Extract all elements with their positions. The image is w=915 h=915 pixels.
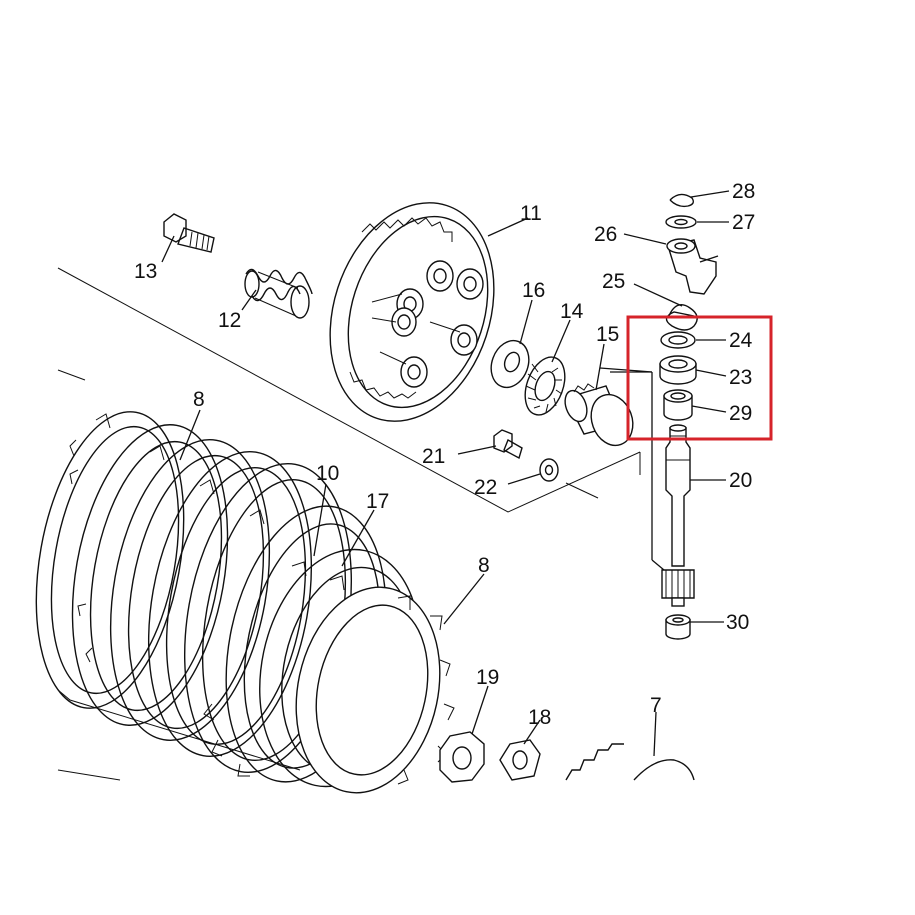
label-part-23: 23 — [729, 366, 752, 389]
assembly-outline-lines — [57, 267, 641, 781]
clutch-plates-stack — [35, 411, 455, 794]
label-part-18: 18 — [528, 706, 551, 729]
label-part-7: 7 — [650, 694, 662, 717]
lock-washer-18 — [499, 739, 541, 781]
leader-lines — [161, 190, 730, 757]
gear-7 — [565, 743, 695, 781]
label-part-14: 14 — [560, 300, 584, 323]
bearing-14 — [524, 356, 566, 416]
label-part-12: 12 — [218, 309, 241, 332]
push-piece-15 — [564, 383, 634, 447]
spring-12 — [244, 268, 313, 319]
release-shaft-assembly — [659, 193, 719, 640]
label-part-28: 28 — [732, 180, 755, 203]
label-part-25: 25 — [602, 270, 625, 293]
label-part-21: 21 — [422, 445, 445, 468]
label-part-10: 10 — [316, 462, 339, 485]
label-part-19: 19 — [476, 666, 499, 689]
bolt-13 — [163, 213, 215, 253]
label-part-22: 22 — [474, 476, 497, 499]
label-part-13: 13 — [134, 260, 157, 283]
label-part-20: 20 — [729, 469, 752, 492]
label-part-8-top: 8 — [193, 388, 205, 411]
label-part-27: 27 — [732, 211, 755, 234]
nut-19 — [439, 731, 485, 783]
bolt-21 — [493, 429, 523, 460]
washer-22 — [539, 458, 559, 482]
label-part-16: 16 — [522, 279, 545, 302]
part-labels: 7 8 8 10 11 12 13 14 15 16 17 18 19 20 21 22 23 24 25 26 27 2… — [134, 180, 755, 729]
label-part-17: 17 — [366, 490, 389, 513]
washer-16 — [490, 339, 530, 389]
label-part-15: 15 — [596, 323, 619, 346]
label-part-29: 29 — [729, 402, 752, 425]
label-part-24: 24 — [729, 329, 753, 352]
label-part-26: 26 — [594, 223, 617, 246]
label-part-11: 11 — [520, 202, 542, 225]
label-part-30: 30 — [726, 611, 749, 634]
label-part-8-bottom: 8 — [478, 554, 490, 577]
pressure-plate-11 — [329, 202, 495, 422]
highlight-box — [626, 315, 773, 441]
